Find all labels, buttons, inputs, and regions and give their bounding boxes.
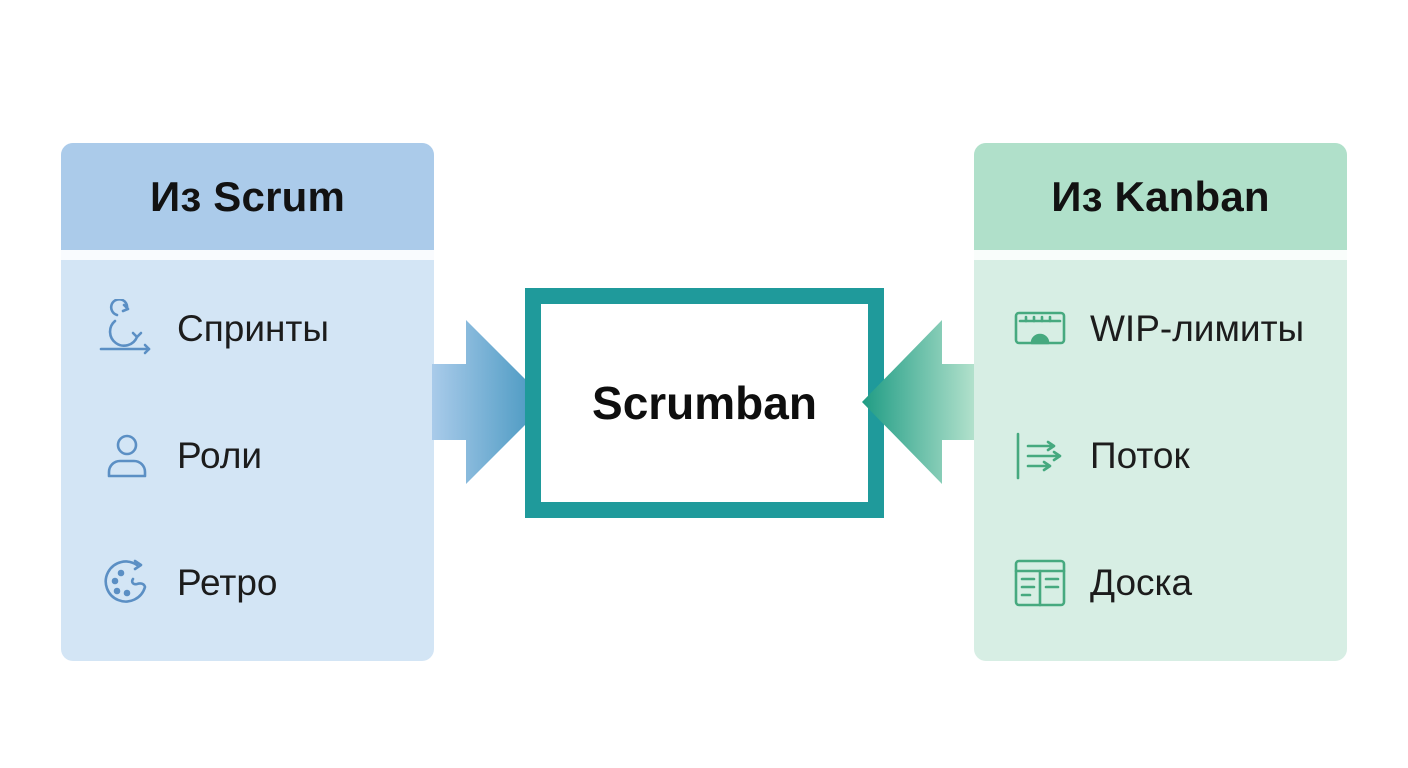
arrow-left-icon [862, 320, 976, 484]
person-icon [97, 426, 157, 486]
scrum-panel: Из Scrum Спринты Роли [61, 143, 434, 661]
kanban-item-flow: Поток [974, 416, 1347, 496]
scrum-item-roles: Роли [61, 416, 434, 496]
kanban-panel-title: Из Kanban [974, 143, 1347, 250]
scrum-panel-title: Из Scrum [61, 143, 434, 250]
wip-gauge-icon [1010, 299, 1070, 359]
scrum-item-label: Ретро [177, 562, 278, 603]
kanban-item-label: WIP-лимиты [1090, 308, 1305, 349]
kanban-item-label: Поток [1090, 435, 1190, 476]
kanban-item-wip: WIP-лимиты [974, 289, 1347, 369]
arrow-right-icon [432, 320, 548, 484]
board-icon [1010, 553, 1070, 613]
kanban-panel: Из Kanban WIP-лимиты Поток [974, 143, 1347, 661]
scrumban-box: Scrumban [525, 288, 884, 518]
palette-retro-icon [97, 553, 157, 613]
flow-arrows-icon [1010, 426, 1070, 486]
center-title: Scrumban [592, 377, 817, 429]
scrum-item-sprints: Спринты [61, 289, 434, 369]
scrum-panel-divider [61, 250, 434, 260]
kanban-item-label: Доска [1090, 562, 1193, 603]
scrum-item-retro: Ретро [61, 543, 434, 623]
sprint-cycle-icon [97, 299, 157, 359]
scrum-item-label: Спринты [177, 308, 329, 349]
kanban-panel-divider [974, 250, 1347, 260]
kanban-item-board: Доска [974, 543, 1347, 623]
scrum-item-label: Роли [177, 435, 263, 476]
